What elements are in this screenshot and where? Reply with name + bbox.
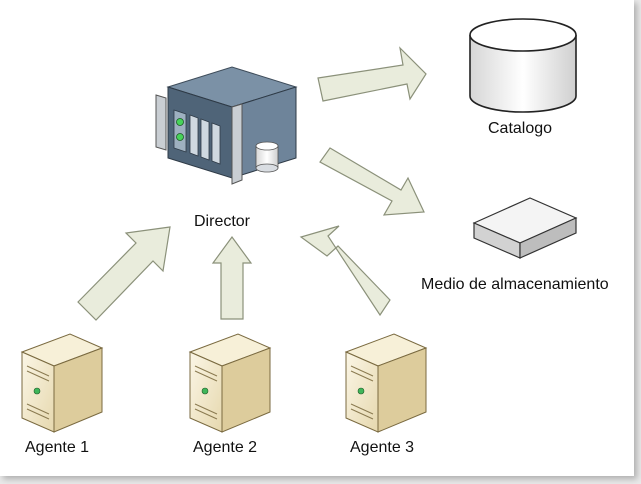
storage-box-icon	[472, 197, 578, 259]
diagram-canvas: Director Catalogo Medio de almacenamient…	[0, 0, 634, 476]
database-cylinder-icon	[469, 18, 577, 113]
label-storage: Medio de almacenamiento	[421, 276, 609, 293]
arrow-agent3-to-director	[299, 225, 391, 317]
arrow-director-to-storage	[319, 147, 425, 216]
server-rack-icon	[155, 66, 298, 185]
arrow-agent2-to-director	[211, 235, 253, 320]
label-catalogo: Catalogo	[488, 120, 553, 137]
arrow-agent1-to-director	[77, 226, 171, 321]
label-agent-2: Agente 2	[193, 439, 258, 456]
label-agent-3: Agente 3	[350, 439, 415, 456]
tower-server-icon-agent-1	[20, 333, 104, 433]
tower-server-icon-agent-3	[344, 333, 428, 433]
arrow-director-to-catalogo	[317, 46, 427, 102]
label-agent-1: Agente 1	[25, 439, 90, 456]
tower-server-icon-agent-2	[188, 333, 272, 433]
label-director: Director	[194, 213, 251, 230]
